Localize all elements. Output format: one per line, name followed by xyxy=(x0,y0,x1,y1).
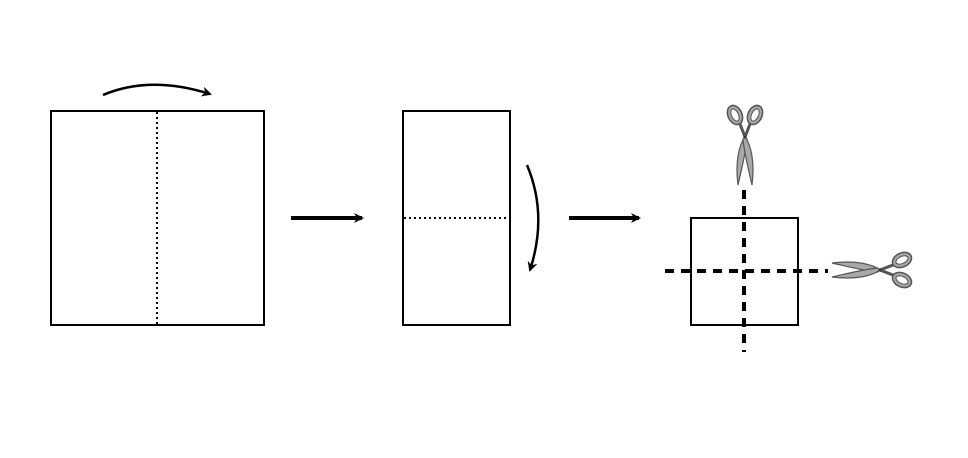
scissors-icon xyxy=(830,247,916,293)
curved-arrow-icon xyxy=(102,83,212,97)
paper-square xyxy=(50,110,265,326)
curved-arrow-icon xyxy=(525,164,540,272)
folded-rectangle xyxy=(402,110,511,326)
scissors-icon xyxy=(722,101,768,187)
